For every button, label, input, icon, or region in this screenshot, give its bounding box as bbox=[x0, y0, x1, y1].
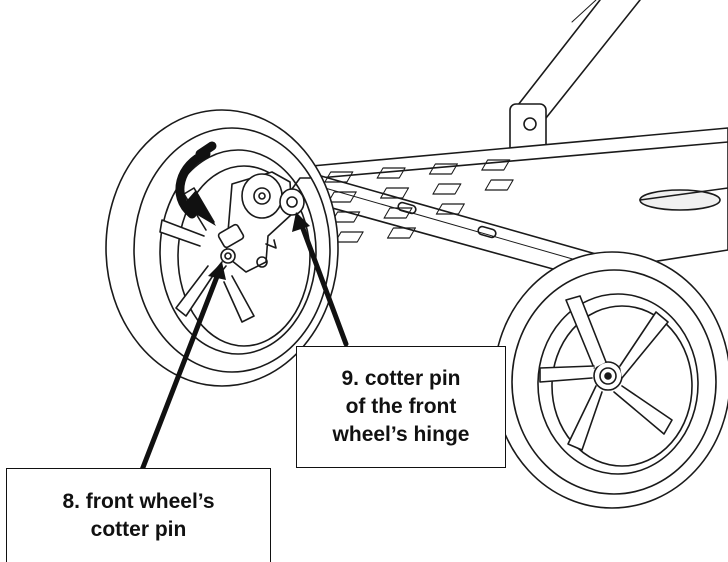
leader-line-9 bbox=[299, 223, 349, 347]
hinge-bracket bbox=[225, 171, 311, 273]
curved-rotation-arrow-icon bbox=[175, 141, 217, 226]
cart-platform bbox=[271, 127, 728, 283]
callout-front-wheel-cotter-pin: 8. front wheel’s cotter pin bbox=[6, 468, 271, 562]
callout-hinge-cotter-pin-label: 9. cotter pin of the front wheel’s hinge bbox=[332, 367, 470, 446]
leader-arrowhead-9 bbox=[292, 212, 310, 232]
leader-line-8 bbox=[139, 271, 221, 473]
rear-wheel bbox=[493, 251, 728, 509]
callout-hinge-cotter-pin: 9. cotter pin of the front wheel’s hinge bbox=[296, 346, 506, 468]
front-wheel bbox=[105, 109, 339, 387]
leader-arrowhead-8 bbox=[208, 262, 226, 280]
callout-front-wheel-cotter-pin-label: 8. front wheel’s cotter pin bbox=[62, 489, 215, 541]
